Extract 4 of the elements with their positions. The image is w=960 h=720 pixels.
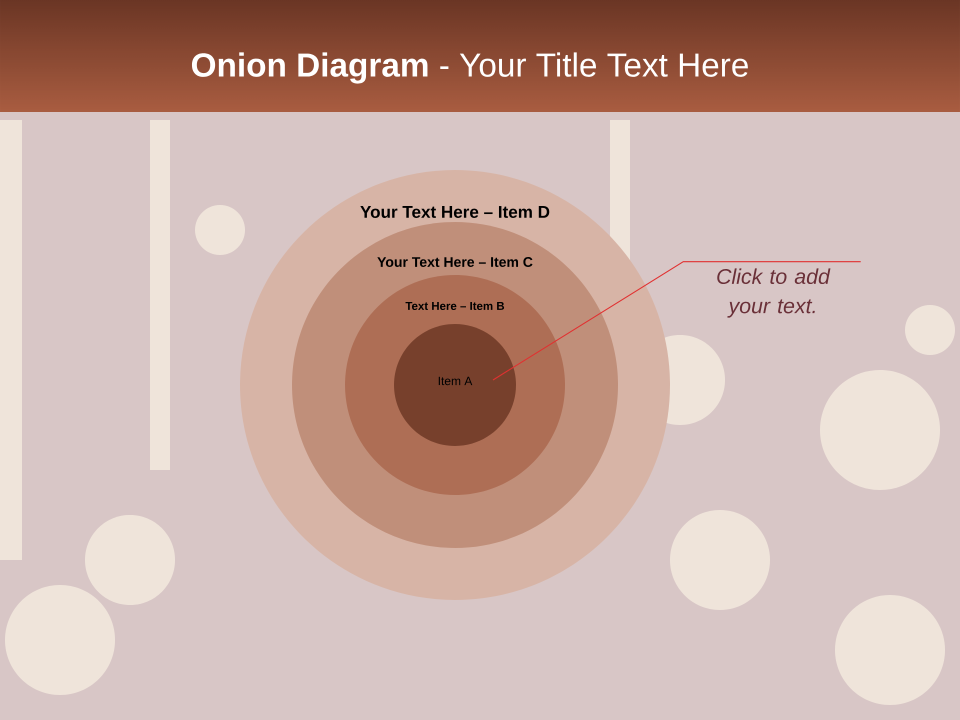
leader-line	[492, 261, 861, 380]
onion-ring: Item A	[394, 324, 516, 446]
callout-text: Click to add your text.	[717, 268, 830, 318]
slide-title: Onion Diagram - Your Title Text Here	[192, 52, 748, 84]
